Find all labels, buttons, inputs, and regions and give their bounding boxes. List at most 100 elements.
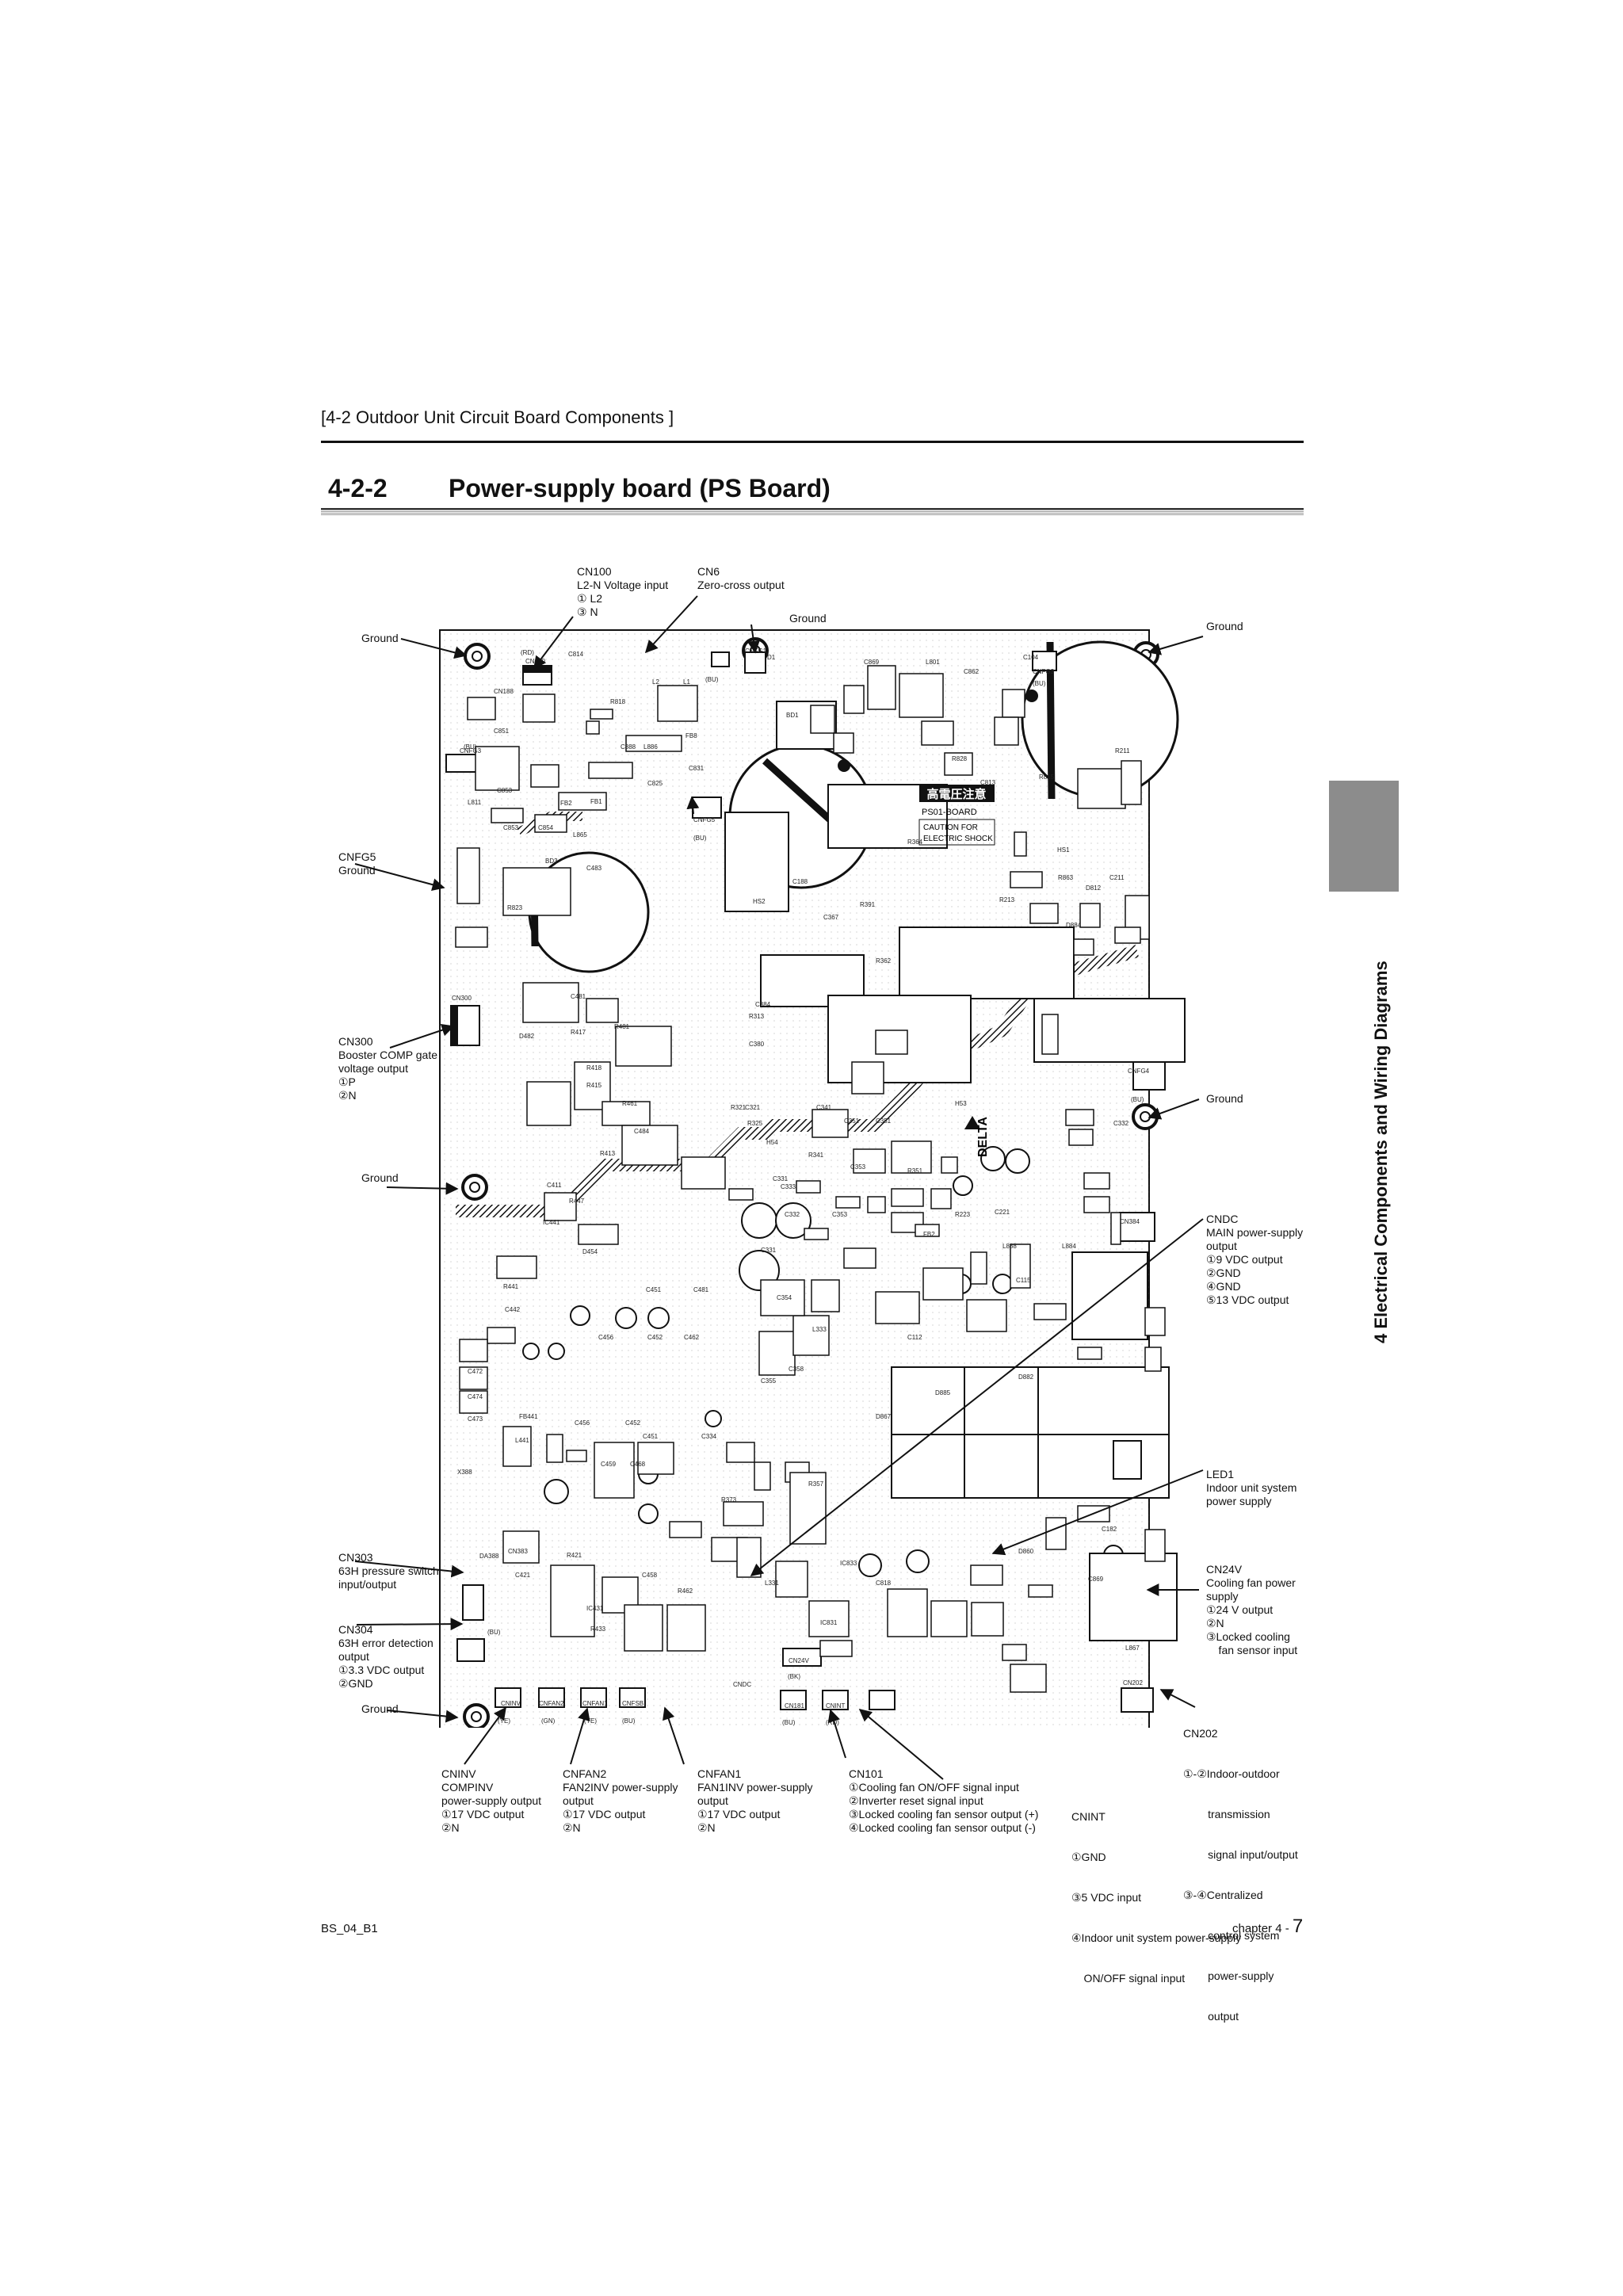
svg-text:CNINT: CNINT [826, 1702, 846, 1710]
svg-text:C355: C355 [761, 1377, 777, 1385]
svg-text:CN202: CN202 [1123, 1679, 1143, 1687]
svg-text:C442: C442 [505, 1306, 521, 1313]
svg-text:L1: L1 [683, 678, 690, 686]
svg-text:CNFAN1: CNFAN1 [582, 1700, 608, 1707]
callout-cndc: CNDC MAIN power-supply output ①9 VDC out… [1206, 1213, 1304, 1306]
callout-cn101: CN101 ①Cooling fan ON/OFF signal input ②… [849, 1767, 1039, 1834]
callout-cnint: CNINT ①GND ③5 VDC input ④Indoor unit sys… [1071, 1810, 1242, 1985]
svg-text:L888: L888 [1002, 1243, 1017, 1250]
svg-text:CNFG3: CNFG3 [460, 747, 482, 755]
callout-ground-left-mid: Ground [361, 1171, 399, 1184]
svg-text:D482: D482 [519, 1033, 535, 1040]
svg-text:FB2: FB2 [560, 800, 572, 807]
svg-text:C332: C332 [1113, 1120, 1129, 1127]
svg-text:D885: D885 [935, 1389, 951, 1396]
svg-text:C472: C472 [468, 1368, 483, 1375]
callout-cn303: CN303 63H pressure switch input/output [338, 1551, 439, 1591]
callout-ground-top-right: Ground [1206, 620, 1243, 632]
svg-text:C104: C104 [1023, 654, 1039, 661]
svg-text:(YE): (YE) [498, 1717, 510, 1725]
callout-cnfan2: CNFAN2 FAN2INV power-supply output ①17 V… [563, 1767, 678, 1834]
svg-text:R462: R462 [678, 1587, 693, 1595]
svg-text:(BU): (BU) [464, 743, 477, 751]
chapter-side-label-text: 4 Electrical Components and Wiring Diagr… [1371, 961, 1391, 1343]
svg-text:L884: L884 [1062, 1243, 1076, 1250]
chapter-side-tab [1329, 781, 1399, 892]
svg-text:(BU): (BU) [1131, 1096, 1144, 1103]
page-number: 7 [1292, 1916, 1304, 1937]
svg-text:C853: C853 [503, 824, 519, 831]
svg-text:R413: R413 [600, 1150, 616, 1157]
svg-text:BD1: BD1 [786, 712, 799, 719]
svg-text:C483: C483 [586, 865, 602, 872]
svg-text:C351: C351 [876, 1117, 892, 1125]
svg-text:C851: C851 [494, 728, 510, 735]
svg-text:C818: C818 [876, 1580, 892, 1587]
svg-text:L331: L331 [765, 1580, 779, 1587]
svg-text:R223: R223 [955, 1211, 971, 1218]
svg-text:CNFG1: CNFG1 [745, 648, 767, 655]
breadcrumb: [4-2 Outdoor Unit Circuit Board Componen… [321, 407, 674, 427]
svg-text:R447: R447 [569, 1198, 585, 1205]
svg-text:R863: R863 [1058, 874, 1074, 881]
svg-text:L811: L811 [468, 799, 482, 806]
page-footer: chapter 4 - 7 [1232, 1916, 1303, 1938]
svg-text:(BU): (BU) [1033, 680, 1046, 687]
svg-text:IC831: IC831 [820, 1619, 838, 1626]
svg-text:CN300: CN300 [452, 995, 472, 1002]
svg-text:CNFG4: CNFG4 [1128, 1068, 1150, 1075]
svg-text:C367: C367 [823, 914, 839, 921]
svg-text:C353: C353 [850, 1163, 866, 1171]
section-title-rule [321, 508, 1304, 515]
callout-cnfg5: CNFG5 Ground [338, 850, 376, 877]
callout-cn304: CN304 63H error detection output ①3.3 VD… [338, 1623, 433, 1690]
svg-text:C862: C862 [964, 668, 980, 675]
svg-text:C333: C333 [781, 1183, 796, 1190]
svg-text:C831: C831 [689, 765, 705, 772]
svg-text:C456: C456 [598, 1334, 614, 1341]
svg-text:FB2: FB2 [923, 1231, 935, 1238]
svg-text:CNFAN2: CNFAN2 [539, 1700, 564, 1707]
svg-text:R321: R321 [731, 1104, 747, 1111]
doc-code: BS_04_B1 [321, 1922, 378, 1935]
svg-text:D1: D1 [767, 654, 776, 661]
svg-text:R481: R481 [614, 1023, 630, 1030]
warning-jp-text: 高電圧注意 [926, 787, 986, 801]
svg-text:CN100: CN100 [525, 658, 545, 665]
svg-text:C813: C813 [980, 779, 996, 786]
svg-text:CN24V: CN24V [789, 1657, 809, 1664]
svg-text:C421: C421 [515, 1572, 531, 1579]
svg-text:C351: C351 [844, 1117, 860, 1125]
svg-text:R418: R418 [586, 1064, 602, 1072]
svg-text:C451: C451 [646, 1286, 662, 1293]
svg-text:H53: H53 [955, 1100, 967, 1107]
svg-text:C182: C182 [1102, 1526, 1117, 1533]
svg-text:C869: C869 [864, 659, 880, 666]
svg-text:HS1: HS1 [1057, 846, 1070, 854]
svg-text:C888: C888 [621, 743, 636, 751]
delta-logo: DELTA [964, 1116, 990, 1157]
svg-text:(BU): (BU) [705, 676, 719, 683]
svg-text:R364: R364 [907, 839, 923, 846]
svg-text:C456: C456 [575, 1419, 590, 1427]
svg-text:C188: C188 [792, 878, 808, 885]
svg-text:L801: L801 [926, 659, 940, 666]
svg-text:IC833: IC833 [840, 1560, 857, 1567]
svg-text:D860: D860 [1018, 1548, 1034, 1555]
svg-text:R373: R373 [721, 1496, 737, 1503]
svg-text:CNFSB: CNFSB [622, 1700, 643, 1707]
svg-text:D867: D867 [876, 1413, 892, 1420]
svg-text:D812: D812 [1086, 884, 1102, 892]
svg-text:C854: C854 [538, 824, 554, 831]
svg-text:C452: C452 [625, 1419, 641, 1427]
svg-text:D454: D454 [582, 1248, 598, 1255]
callout-ground-right-mid: Ground [1206, 1092, 1243, 1105]
delta-brand-text: DELTA [976, 1117, 990, 1157]
svg-text:C484: C484 [634, 1128, 650, 1135]
svg-text:(YE): (YE) [584, 1717, 597, 1725]
chapter-prefix: chapter 4 - [1232, 1922, 1293, 1935]
svg-text:CNFG2: CNFG2 [1033, 668, 1055, 675]
svg-text:DA388: DA388 [479, 1553, 499, 1560]
svg-text:D884: D884 [1066, 922, 1082, 929]
